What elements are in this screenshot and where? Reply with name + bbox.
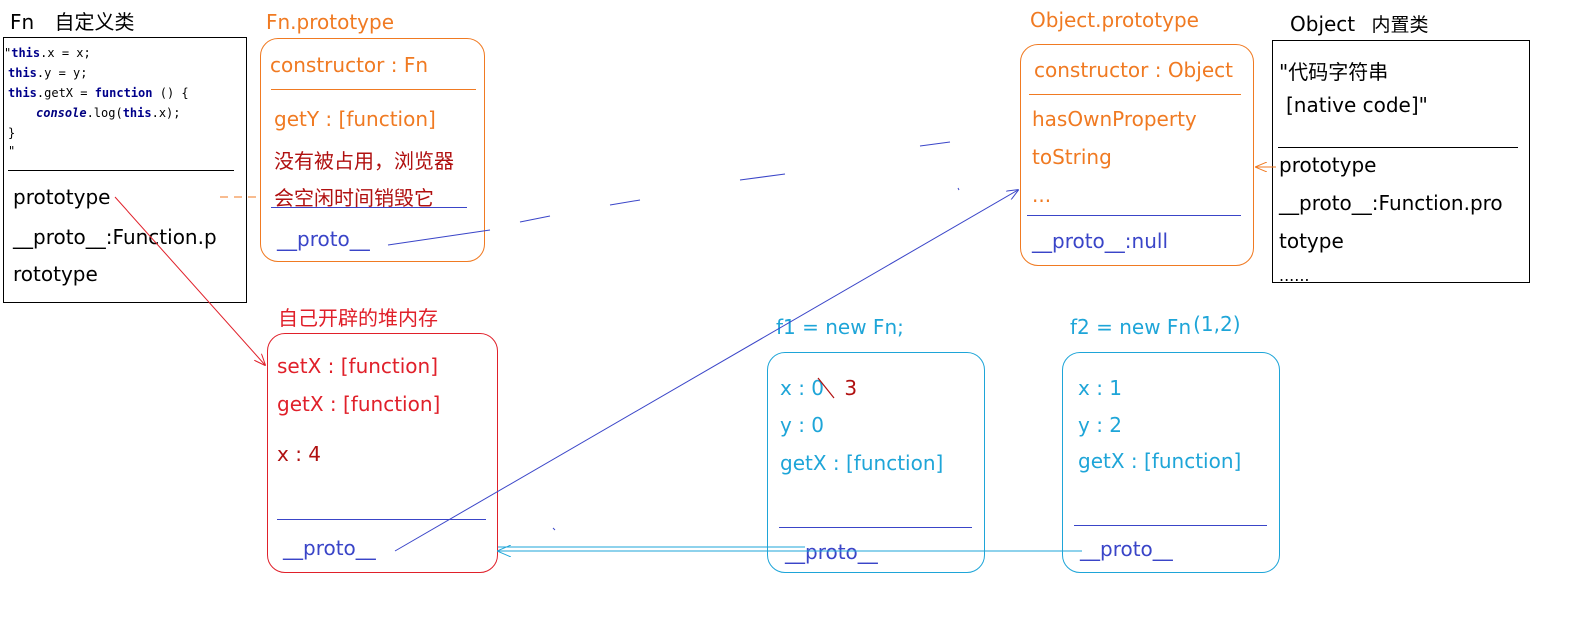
f1-x-new-value: 3: [844, 376, 858, 400]
f2-divider: [1074, 525, 1267, 526]
object-title: Object 内置类: [1290, 10, 1429, 37]
arrow-heap-proto-to-object-prototype: [394, 190, 1018, 552]
object-code-line-2: [native code]": [1286, 93, 1428, 117]
heap-setX: setX : [function]: [277, 354, 439, 378]
f1-getX: getX : [function]: [780, 451, 944, 475]
heap-x: x : 4: [277, 442, 322, 466]
fn-prototype-getY: getY : [function]: [274, 107, 436, 131]
f2-getX: getX : [function]: [1078, 449, 1242, 473]
code-text: .getX =: [36, 86, 95, 100]
f2-title: f2 = new Fn(1,2): [1070, 312, 1241, 339]
f1-x: x : 0 3: [780, 376, 857, 400]
code-quote-open: ": [4, 46, 12, 60]
object-prototype-divider-2: [1027, 215, 1241, 216]
code-quote-close: ": [8, 144, 16, 158]
object-prototype-hasOwnProperty: hasOwnProperty: [1032, 107, 1197, 131]
fn-code-line-1: "this.x = x;: [4, 46, 91, 60]
fn-code-line-2: this.y = y;: [8, 66, 87, 80]
fn-prototype-note-line-1: 没有被占用，浏览器: [274, 149, 454, 173]
object-prototype-title: Object.prototype: [1030, 8, 1199, 32]
object-proto-prop-line-1: __proto__:Function.pro: [1279, 191, 1503, 215]
f1-y: y : 0: [780, 413, 825, 437]
f1-divider: [779, 527, 972, 528]
fn-prototype-title: Fn.prototype: [266, 10, 395, 34]
f1-x-label: x : 0: [780, 376, 825, 400]
fn-prototype-divider: [271, 89, 476, 90]
fn-divider: [8, 170, 234, 171]
heap-box: setX : [function] getX : [function] x : …: [267, 333, 498, 573]
object-prototype-ellipsis: ...: [1032, 183, 1052, 207]
object-prototype-divider: [1029, 94, 1241, 95]
code-keyword: this: [8, 86, 37, 100]
fn-prototype-note-line-2: 会空闲时间销毁它: [274, 186, 434, 210]
object-prototype-prop: prototype: [1279, 153, 1377, 177]
f2-y-value: 2: [1109, 413, 1123, 437]
code-keyword: this: [11, 46, 41, 60]
f2-x: x : 1: [1078, 376, 1122, 400]
object-prototype-toString: toString: [1032, 145, 1112, 169]
code-object: console: [36, 106, 87, 120]
object-prototype-constructor: constructor : Object: [1034, 58, 1233, 82]
f2-title-expr: f2 = new Fn: [1070, 315, 1192, 339]
f2-y-label: y :: [1078, 413, 1110, 437]
fn-title-name: Fn: [10, 10, 35, 34]
fn-prototype-prop: prototype: [13, 185, 111, 209]
heap-getX: getX : [function]: [277, 392, 441, 416]
code-keyword: this: [8, 66, 37, 80]
object-class-box: "代码字符串 [native code]" prototype __proto_…: [1272, 40, 1530, 283]
f1-proto: __proto__: [785, 540, 878, 564]
object-code-line-1: "代码字符串: [1279, 60, 1389, 84]
fn-code-line-5: }: [8, 126, 15, 140]
f2-x-label: x :: [1078, 376, 1110, 400]
fn-code-line-3: this.getX = function () {: [8, 86, 189, 100]
code-text: .x = x;: [40, 46, 91, 60]
heap-divider: [277, 519, 486, 520]
stray-mark: [552, 527, 556, 531]
f1-x-strikeout: [817, 377, 835, 399]
f2-proto: __proto__: [1080, 537, 1173, 561]
heap-proto: __proto__: [283, 536, 376, 560]
code-text: () {: [152, 86, 189, 100]
fn-title: Fn 自定义类: [10, 6, 135, 35]
fn-proto-prop-line-2: rototype: [13, 262, 98, 286]
fn-class-box: "this.x = x; this.y = y; this.getX = fun…: [3, 37, 247, 303]
code-text: }: [8, 126, 16, 140]
heap-title: 自己开辟的堆内存: [278, 306, 438, 330]
fn-code-line-4: console.log(this.x);: [36, 106, 181, 120]
fn-prototype-constructor: constructor : Fn: [270, 53, 428, 77]
object-divider: [1278, 147, 1518, 148]
fn-prototype-proto: __proto__: [277, 227, 370, 251]
code-text: .y = y;: [36, 66, 88, 80]
object-more: ......: [1279, 266, 1310, 285]
dash-fn-prototype-proto-to-object-prototype: [387, 141, 951, 246]
fn-prototype-box: constructor : Fn getY : [function] 没有被占用…: [260, 38, 485, 262]
f1-box: x : 0 3 y : 0 getX : [function] __proto_…: [767, 352, 985, 573]
object-proto-prop-line-2: totype: [1279, 229, 1344, 253]
arrow-fn-prototype-to-heap: [114, 196, 265, 365]
object-title-subtitle: 内置类: [1371, 14, 1429, 36]
object-prototype-box: constructor : Object hasOwnProperty toSt…: [1020, 44, 1254, 266]
stray-mark: [957, 187, 960, 191]
fn-code-line-6: ": [8, 144, 15, 158]
f2-title-args: (1,2): [1193, 312, 1241, 336]
f2-x-value: 1: [1109, 376, 1123, 400]
fn-prototype-divider-2: [271, 207, 467, 208]
object-prototype-proto: __proto__:null: [1032, 229, 1168, 253]
f2-y: y : 2: [1078, 413, 1122, 437]
object-title-name: Object: [1290, 12, 1356, 36]
code-keyword: this: [122, 106, 152, 120]
f2-box: x : 1 y : 2 getX : [function] __proto__: [1062, 352, 1280, 573]
code-text: .x);: [151, 106, 181, 120]
f1-title: f1 = new Fn;: [776, 315, 904, 339]
code-keyword: function: [94, 86, 153, 100]
fn-proto-prop-line-1: __proto__:Function.p: [13, 225, 217, 249]
code-text: .log(: [86, 106, 123, 120]
fn-title-subtitle: 自定义类: [54, 10, 135, 34]
